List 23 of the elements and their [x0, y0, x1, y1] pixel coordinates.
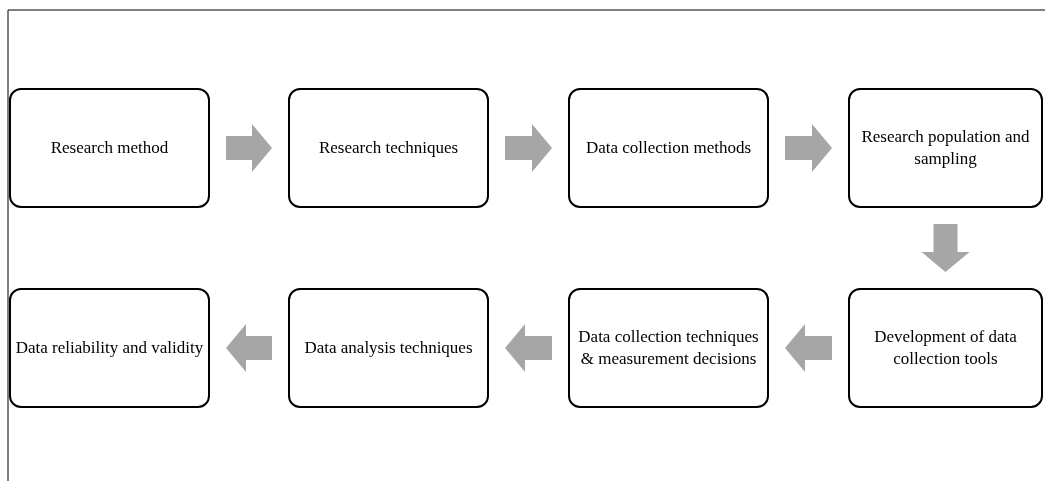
process-box	[848, 288, 1043, 408]
process-box	[9, 88, 210, 208]
block-arrow	[785, 324, 832, 372]
process-box	[9, 288, 210, 408]
box-label: Data collection methods	[585, 137, 752, 159]
block-arrow	[226, 324, 272, 372]
block-arrow	[505, 124, 552, 172]
box-label: Data reliability and validity	[15, 337, 204, 359]
process-box	[568, 288, 769, 408]
box-label: Research method	[50, 137, 169, 159]
block-arrow	[505, 324, 552, 372]
box-label: Development of data collection tools	[873, 326, 1018, 370]
process-box	[288, 88, 489, 208]
block-arrow	[226, 124, 272, 172]
process-box	[568, 88, 769, 208]
process-box	[848, 88, 1043, 208]
process-box	[288, 288, 489, 408]
block-arrow	[785, 124, 832, 172]
box-label: Data collection techniques & measurement decisions	[577, 326, 760, 370]
box-label: Research population and sampling	[860, 126, 1031, 170]
box-label: Data analysis techniques	[304, 337, 473, 359]
box-label: Research techniques	[318, 137, 459, 159]
block-arrow	[921, 224, 970, 272]
